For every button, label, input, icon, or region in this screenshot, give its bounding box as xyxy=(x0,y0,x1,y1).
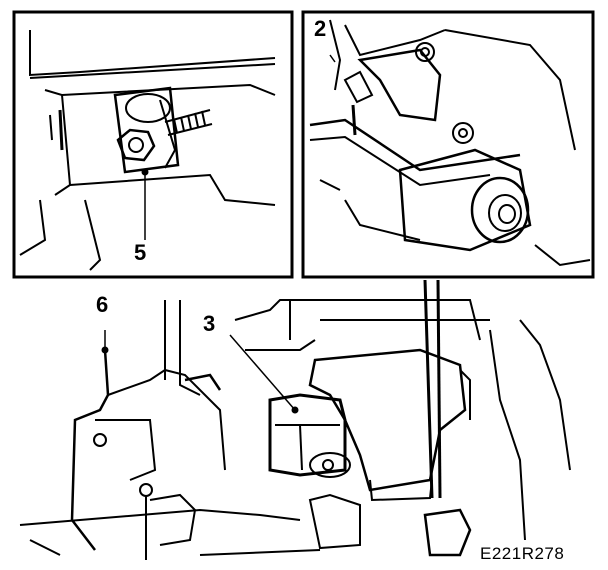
inset-bolt-detail xyxy=(12,10,294,279)
main-engine-view xyxy=(19,279,571,560)
callout-6: 6 xyxy=(96,292,109,317)
callout-2: 2 xyxy=(314,16,327,41)
callout-3: 3 xyxy=(203,311,216,336)
callout-5: 5 xyxy=(134,240,147,265)
inset-bracket-detail xyxy=(301,10,595,279)
reference-code: E221R278 xyxy=(480,544,565,563)
